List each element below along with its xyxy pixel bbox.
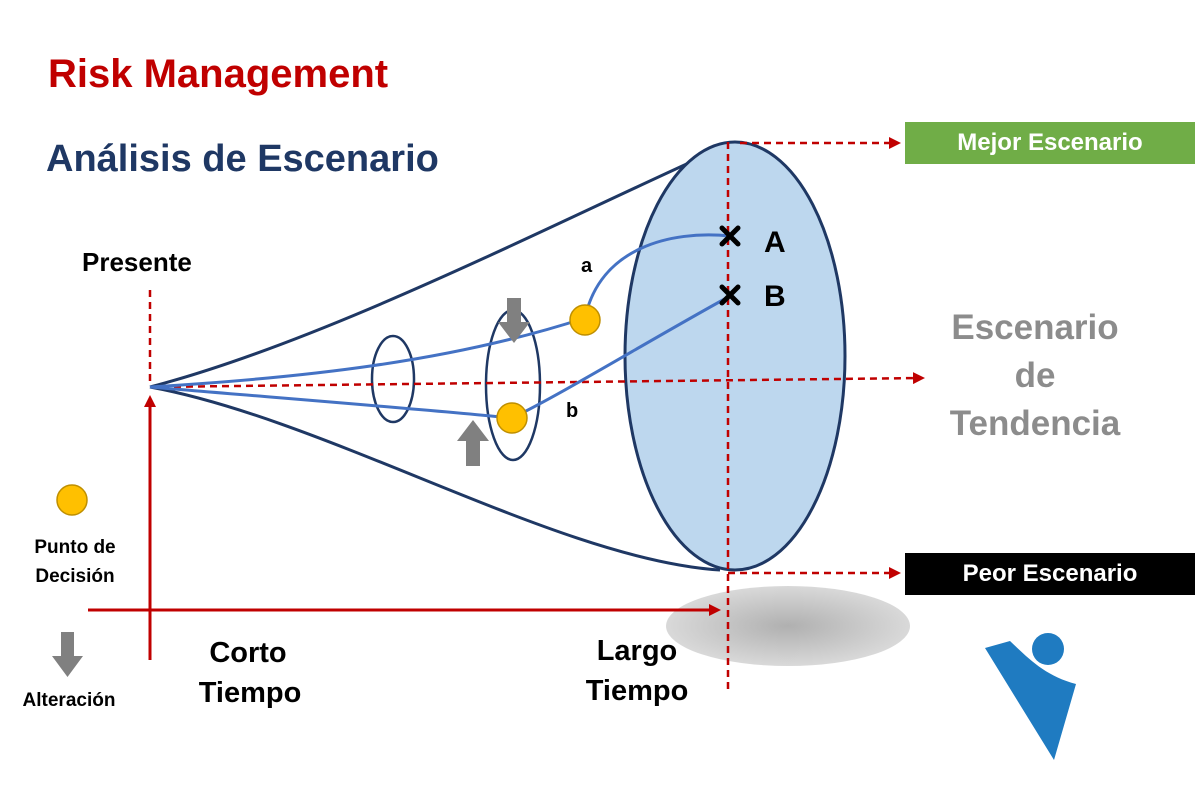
long-time-label-line1: Largo <box>597 635 678 667</box>
legend-decision-label-line1: Punto de <box>34 537 115 558</box>
point-a-label: A <box>764 226 786 259</box>
legend-decision-point-icon <box>56 484 88 516</box>
best-scenario-box: Mejor Escenario <box>905 122 1195 164</box>
alteration-arrow-down <box>498 298 530 343</box>
cone-upper-edge <box>149 140 736 389</box>
legend-alteration-icon <box>52 632 83 677</box>
path-b-branch <box>511 294 731 420</box>
legend-decision-label-line2: Decisión <box>35 566 114 587</box>
page-title: Risk Management <box>48 52 389 96</box>
point-b-mark <box>719 284 741 306</box>
trend-dashed-arrow <box>149 372 925 389</box>
worst-scenario-label: Peor Escenario <box>962 560 1138 587</box>
long-term-scenario-ellipse <box>623 140 847 572</box>
decision-point-upper <box>569 304 601 336</box>
long-time-label-line2: Tiempo <box>586 675 689 707</box>
point-b-label: B <box>764 280 786 313</box>
person-logo-icon <box>985 633 1076 760</box>
trend-scenario-label-line3: Tendencia <box>949 404 1121 443</box>
path-b-label: b <box>566 400 578 422</box>
trend-scenario-label-line1: Escenario <box>951 308 1119 347</box>
page-subtitle: Análisis de Escenario <box>46 138 439 180</box>
alteration-arrow-up <box>457 420 489 466</box>
path-a-branch <box>583 233 731 319</box>
point-a-mark <box>719 225 741 247</box>
path-lower <box>149 385 513 420</box>
cone-shadow <box>666 586 910 666</box>
decision-point-lower <box>496 402 528 434</box>
short-time-label-line2: Tiempo <box>199 677 302 709</box>
short-term-ellipse <box>370 334 416 424</box>
path-upper <box>149 316 586 389</box>
trend-scenario-label-line2: de <box>1014 356 1056 395</box>
cone-lower-edge <box>149 385 721 572</box>
short-time-label-line1: Corto <box>209 637 286 669</box>
best-scenario-label: Mejor Escenario <box>957 129 1143 156</box>
path-a-label: a <box>581 255 593 277</box>
worst-scenario-box: Peor Escenario <box>905 553 1195 595</box>
legend-alteration-label: Alteración <box>23 690 116 711</box>
present-label: Presente <box>82 247 192 277</box>
